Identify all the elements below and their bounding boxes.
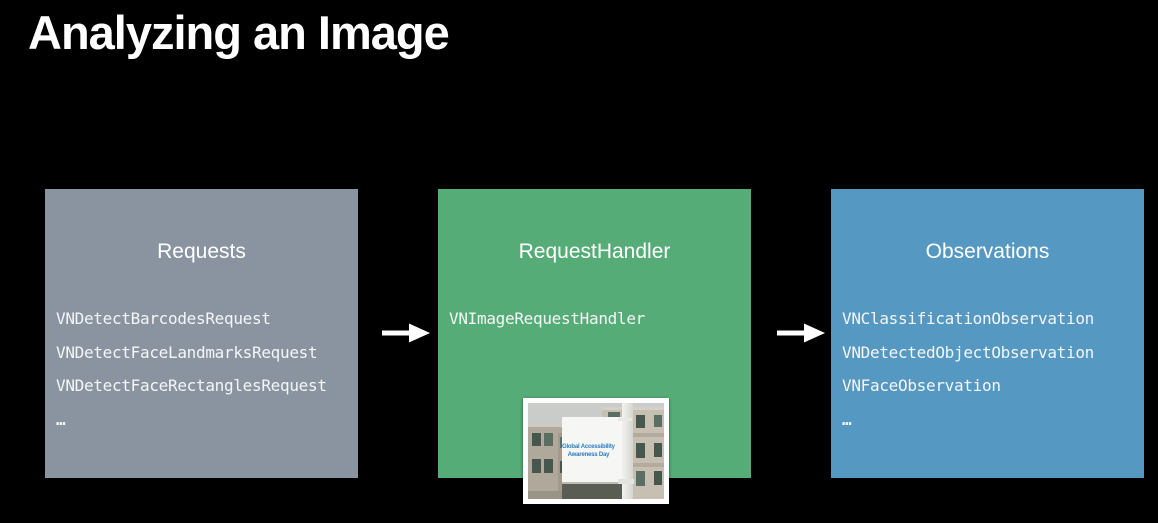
photo-banner-bracket bbox=[618, 418, 632, 421]
photo-floor-band bbox=[602, 463, 664, 467]
requests-box: Requests VNDetectBarcodesRequest VNDetec… bbox=[45, 189, 358, 478]
request-handler-list: VNImageRequestHandler bbox=[449, 302, 745, 336]
photo-window bbox=[532, 459, 541, 473]
observation-class-name: VNFaceObservation bbox=[842, 376, 1001, 395]
photo-window bbox=[544, 459, 553, 473]
photo-scene: Global Accessibility Awareness Day bbox=[528, 403, 664, 499]
photo-building-base bbox=[528, 491, 562, 499]
photo-window bbox=[636, 443, 645, 458]
arrow-right-icon bbox=[382, 323, 430, 343]
requests-list: VNDetectBarcodesRequest VNDetectFaceLand… bbox=[56, 302, 352, 436]
photo-window bbox=[532, 433, 541, 446]
photo-banner-bracket bbox=[618, 479, 634, 484]
ellipsis-more-items: … bbox=[842, 409, 852, 429]
request-handler-class-name: VNImageRequestHandler bbox=[449, 309, 645, 328]
request-class-name: VNDetectFaceLandmarksRequest bbox=[56, 342, 318, 362]
photo-floor-band bbox=[602, 433, 664, 437]
arrow-right-icon bbox=[777, 323, 825, 343]
observations-list: VNClassificationObservation VNDetectedOb… bbox=[842, 302, 1138, 436]
photo-banner-sign: Global Accessibility Awareness Day bbox=[562, 417, 624, 484]
observations-box-title: Observations bbox=[925, 240, 1050, 263]
photo-banner-text: Global Accessibility Awareness Day bbox=[562, 443, 615, 459]
observation-class-name: VNDetectedObjectObservation bbox=[842, 342, 1094, 362]
photo-banner-line1: Global Accessibility bbox=[562, 444, 615, 450]
photo-banner-shadow bbox=[562, 483, 624, 499]
observations-box: Observations VNClassificationObservation… bbox=[831, 189, 1144, 478]
request-handler-box-title: RequestHandler bbox=[518, 240, 671, 263]
observation-class-name: VNClassificationObservation bbox=[842, 309, 1094, 328]
photo-window bbox=[544, 433, 553, 446]
photo-pole bbox=[622, 403, 633, 499]
ellipsis-more-items: … bbox=[56, 409, 66, 429]
photo-global-accessibility-awareness-day: Global Accessibility Awareness Day bbox=[523, 398, 669, 504]
requests-box-title: Requests bbox=[157, 240, 246, 263]
request-class-name: VNDetectFaceRectanglesRequest bbox=[56, 376, 327, 395]
slide-title: Analyzing an Image bbox=[28, 6, 450, 59]
photo-window bbox=[654, 443, 662, 457]
photo-window bbox=[636, 415, 645, 428]
photo-banner-line2: Awareness Day bbox=[567, 452, 610, 458]
photo-window bbox=[636, 471, 645, 486]
photo-window bbox=[654, 471, 662, 485]
request-class-name: VNDetectBarcodesRequest bbox=[56, 309, 271, 328]
photo-window bbox=[654, 415, 662, 427]
